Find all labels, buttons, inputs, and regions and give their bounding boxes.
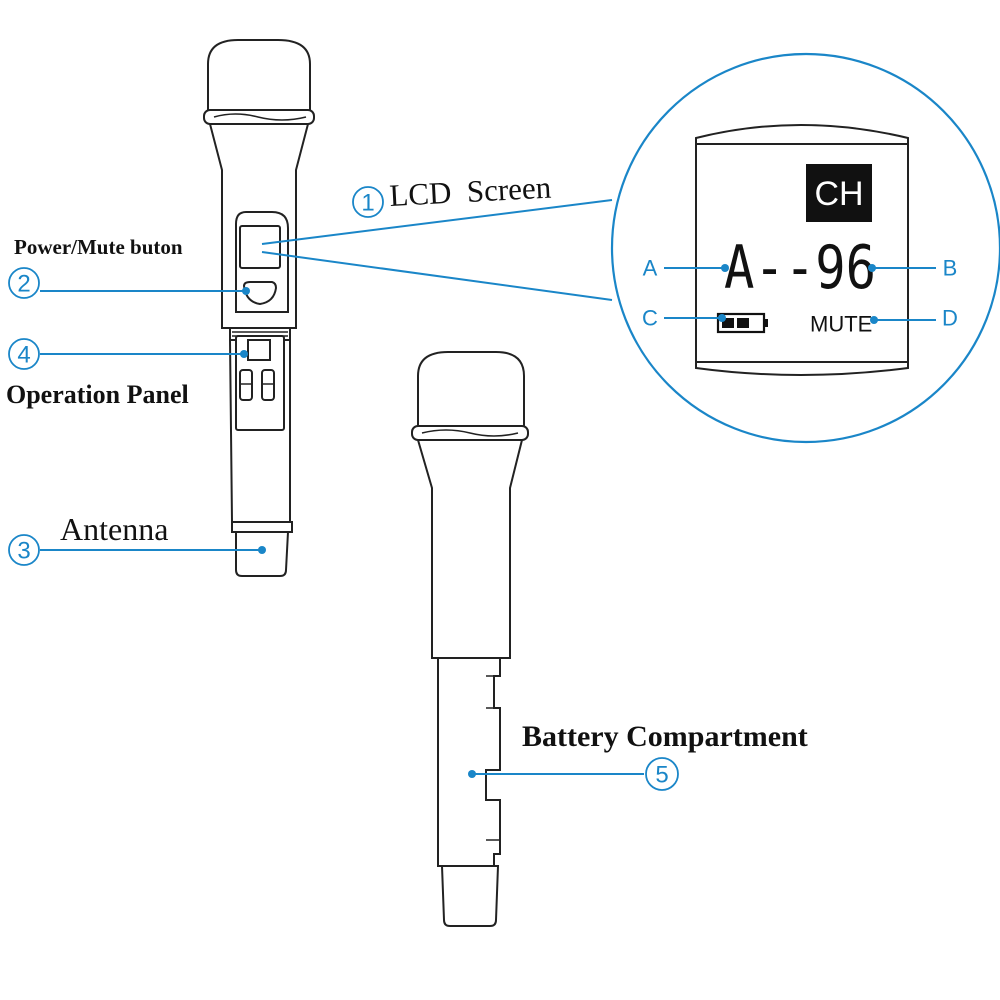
callout-number-4 [8, 338, 40, 370]
callout-number-1 [352, 186, 384, 218]
svg-text:1: 1 [361, 190, 374, 217]
svg-text:4: 4 [17, 342, 30, 369]
mic2-body [416, 439, 524, 659]
battery-icon [716, 312, 768, 334]
power-mute-label: Power/Mute buton [14, 235, 183, 259]
marker-d: D [942, 306, 958, 331]
mic-lcd-window [239, 225, 281, 269]
antenna-label: Antenna [60, 511, 168, 547]
callout-antenna: Antenna 3 [8, 511, 266, 566]
microphone-battery-view [411, 351, 529, 927]
lcd-ch-block [806, 164, 872, 222]
callout-power-mute: Power/Mute buton 2 [8, 235, 250, 299]
operation-panel-label: Operation Panel [6, 380, 189, 409]
callout-lcd-screen: 1 LCD Screen [352, 170, 553, 218]
lcd-channel-display: A--96 [724, 233, 876, 303]
operation-panel-display [247, 339, 271, 361]
callout-number-3 [8, 534, 40, 566]
battery-compartment-label: Battery Compartment [522, 720, 808, 753]
lcd-ch-label: CH [814, 175, 863, 213]
callout-number-2 [8, 267, 40, 299]
operation-panel-switches[interactable] [239, 369, 275, 401]
lcd-zoom: CH A--96 MUTE A B C D [261, 52, 1000, 444]
callout-number-5 [645, 757, 679, 791]
callout-battery-compartment: Battery Compartment 5 [468, 720, 808, 791]
mic2-bottom-cap [440, 865, 500, 927]
marker-b: B [943, 256, 958, 281]
microphone-front-view [203, 39, 315, 577]
mic-grille [207, 39, 311, 113]
marker-a: A [643, 256, 658, 281]
svg-text:5: 5 [655, 762, 668, 789]
lcd-screen [695, 143, 909, 363]
battery-compartment [437, 657, 501, 867]
lcd-mute-label: MUTE [810, 312, 872, 337]
callout-operation-panel: 4 Operation Panel [6, 338, 248, 409]
antenna-collar [231, 521, 293, 533]
mic2-grille [417, 351, 525, 429]
svg-text:2: 2 [17, 271, 30, 298]
svg-text:3: 3 [17, 538, 30, 565]
marker-c: C [642, 306, 658, 331]
power-mute-button[interactable] [242, 281, 278, 306]
lcd-screen-label: LCD Screen [389, 170, 553, 213]
